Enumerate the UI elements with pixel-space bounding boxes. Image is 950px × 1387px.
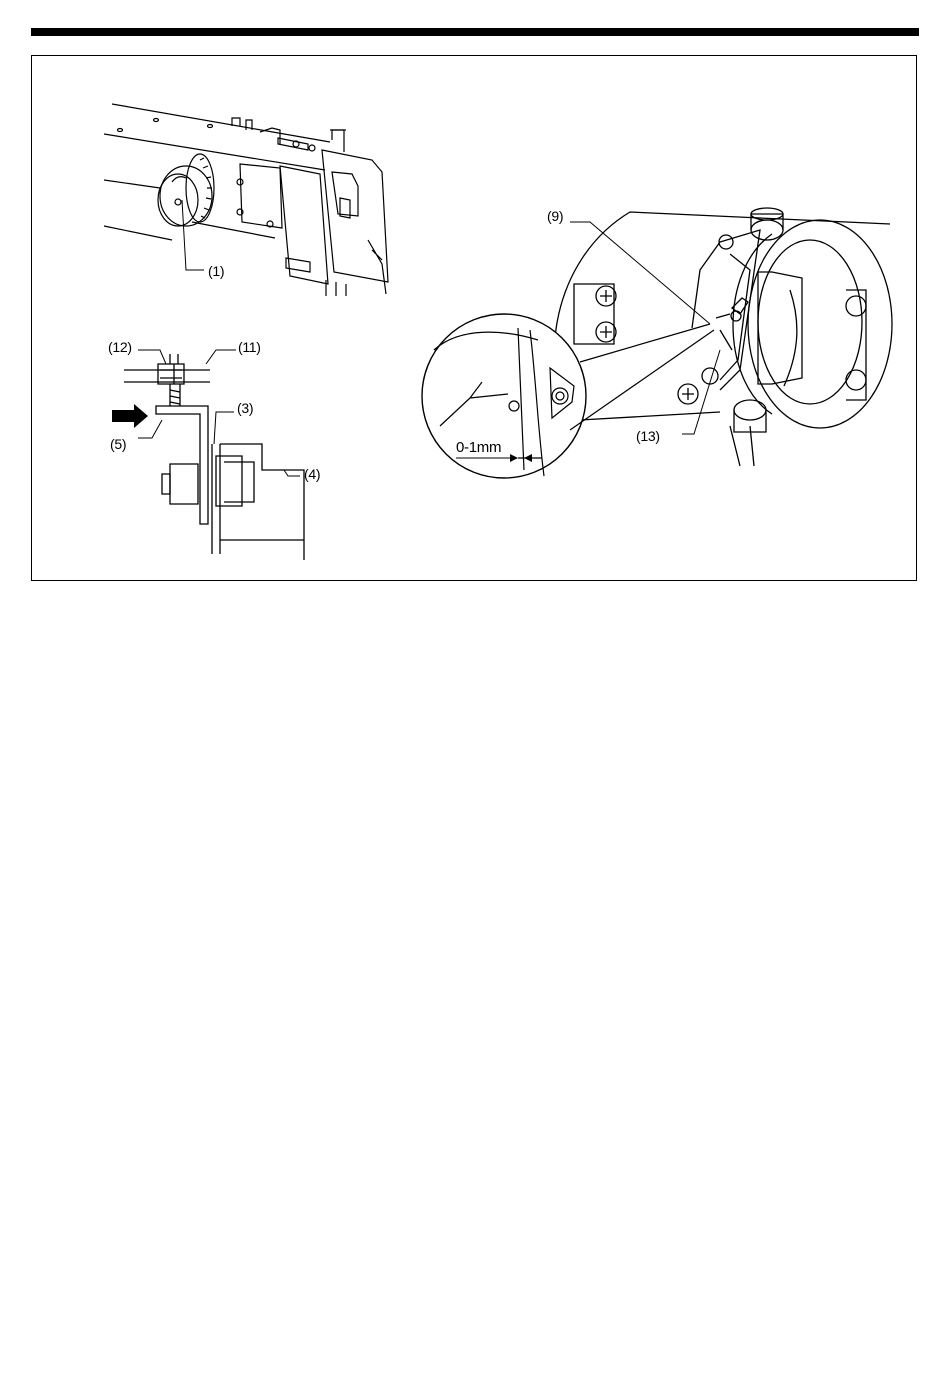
part-label-9: (9) xyxy=(547,208,563,224)
stopper-section-diagram xyxy=(108,340,318,560)
part-label-13: (13) xyxy=(636,428,660,444)
part-label-11: (11) xyxy=(238,339,261,355)
header-rule xyxy=(31,28,919,36)
rotary-hook-illustration xyxy=(420,200,900,480)
part-label-4: (4) xyxy=(304,466,320,482)
part-label-12: (12) xyxy=(108,339,132,355)
part-label-3: (3) xyxy=(237,400,253,416)
machine-arm-illustration xyxy=(100,100,392,300)
part-label-5: (5) xyxy=(110,436,126,452)
clearance-dimension: 0-1mm xyxy=(456,440,501,456)
part-label-1: (1) xyxy=(208,263,224,279)
